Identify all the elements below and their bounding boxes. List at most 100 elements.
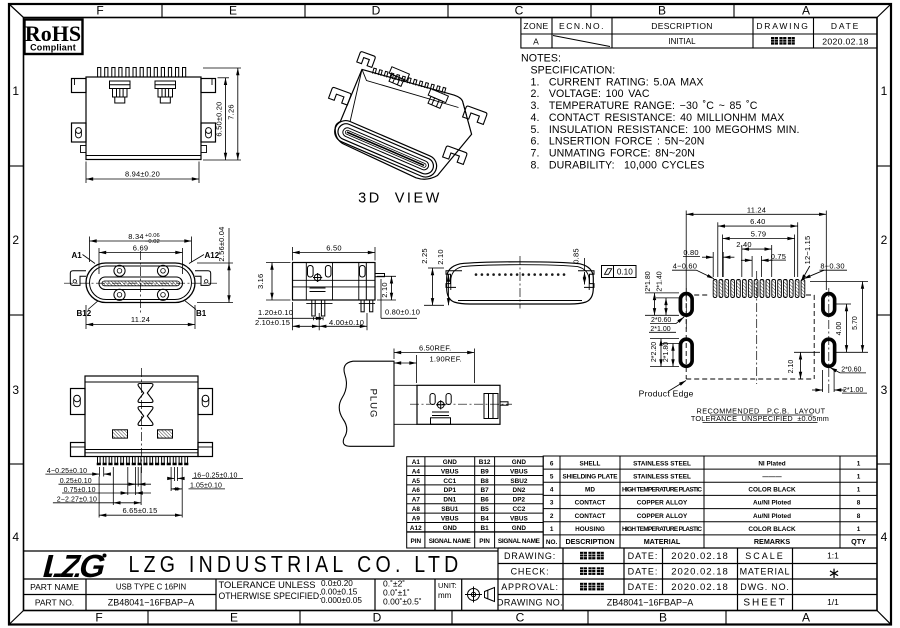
svg-text:F: F: [95, 611, 102, 625]
svg-text:4−0.60: 4−0.60: [673, 262, 697, 271]
svg-text:4: 4: [550, 487, 554, 494]
svg-text:RECOMMENDED P.C.B. LAYOUT: RECOMMENDED P.C.B. LAYOUT: [697, 406, 826, 415]
svg-text:0.80±0.10: 0.80±0.10: [385, 308, 420, 317]
svg-text:+0.06: +0.06: [145, 233, 160, 239]
svg-text:B1: B1: [196, 309, 207, 318]
svg-text:8−0.30: 8−0.30: [820, 262, 844, 271]
svg-text:∗: ∗: [828, 565, 841, 582]
svg-text:E: E: [230, 611, 238, 625]
svg-text:A4: A4: [412, 468, 421, 475]
svg-text:2: 2: [12, 233, 19, 247]
svg-text:QTY: QTY: [851, 537, 866, 546]
svg-text:PLUG: PLUG: [368, 389, 379, 419]
svg-text:B9: B9: [481, 468, 490, 475]
svg-text:8: 8: [857, 513, 861, 520]
svg-text:VBUS: VBUS: [510, 468, 528, 475]
svg-text:RoHS: RoHS: [25, 21, 81, 46]
svg-text:6.69: 6.69: [133, 244, 148, 253]
svg-text:6.65±0.15: 6.65±0.15: [122, 506, 157, 515]
svg-text:11.24: 11.24: [131, 315, 150, 324]
svg-text:MATERIAL: MATERIAL: [740, 567, 791, 577]
svg-text:1: 1: [12, 84, 19, 98]
svg-text:1: 1: [857, 460, 861, 467]
svg-text:F: F: [96, 4, 103, 18]
svg-text:SBU2: SBU2: [510, 478, 527, 485]
svg-text:4: 4: [881, 530, 888, 544]
svg-text:DATE:: DATE:: [628, 582, 659, 592]
svg-text:3D VIEW: 3D VIEW: [358, 191, 442, 207]
svg-text:NI Plated: NI Plated: [758, 460, 785, 467]
svg-text:SBU1: SBU1: [441, 506, 458, 513]
svg-text:2. VOLTAGE: 100 VAC: 2. VOLTAGE: 100 VAC: [531, 88, 650, 100]
svg-text:mm: mm: [438, 591, 452, 600]
svg-text:2*0.60: 2*0.60: [841, 367, 861, 374]
svg-text:Au/NI Ploted: Au/NI Ploted: [753, 513, 791, 520]
svg-text:VBUS: VBUS: [441, 468, 459, 475]
svg-text:GND: GND: [443, 459, 458, 466]
svg-text:COPPER ALLOY: COPPER ALLOY: [637, 500, 688, 507]
svg-text:HIGH TEMPERATURE PLASTIC: HIGH TEMPERATURE PLASTIC: [622, 487, 702, 494]
svg-text:A: A: [802, 611, 810, 625]
svg-text:0.80: 0.80: [683, 248, 698, 257]
svg-text:8. DURABILITY: 10,000 CYCLES: 8. DURABILITY: 10,000 CYCLES: [531, 159, 705, 171]
svg-text:COPPER ALLOY: COPPER ALLOY: [637, 513, 688, 520]
svg-text:2020.02.18: 2020.02.18: [671, 582, 729, 593]
svg-text:12−1.15: 12−1.15: [803, 236, 812, 265]
svg-text:B8: B8: [481, 478, 490, 485]
svg-text:Compliant: Compliant: [30, 43, 76, 53]
svg-text:1.20±0.10: 1.20±0.10: [258, 308, 293, 317]
svg-text:E: E: [229, 4, 237, 18]
svg-text:B: B: [658, 4, 666, 18]
svg-text:8: 8: [857, 500, 861, 507]
svg-text:REMARKS: REMARKS: [754, 537, 791, 546]
svg-text:2*2.20: 2*2.20: [651, 342, 658, 362]
svg-text:2.40: 2.40: [736, 240, 751, 249]
svg-text:STAINLESS STEEL: STAINLESS STEEL: [633, 473, 691, 480]
svg-text:1: 1: [550, 526, 554, 533]
svg-text:B12: B12: [77, 309, 92, 318]
svg-text:5.70: 5.70: [852, 316, 859, 330]
svg-text:LZG INDUSTRIAL CO. LTD: LZG INDUSTRIAL CO. LTD: [129, 551, 463, 577]
svg-text:6.50: 6.50: [326, 244, 341, 253]
svg-text:2.10: 2.10: [788, 360, 795, 374]
svg-text:ECN.NO.: ECN.NO.: [559, 21, 605, 31]
svg-text:2*1.00: 2*1.00: [843, 387, 863, 394]
svg-text:4.00±0.10: 4.00±0.10: [329, 318, 364, 327]
svg-text:0.00±0.15: 0.00±0.15: [321, 588, 358, 597]
svg-text:VBUS: VBUS: [441, 515, 459, 522]
svg-text:2*1.80: 2*1.80: [645, 271, 652, 291]
svg-text:4−0.25±0.10: 4−0.25±0.10: [47, 468, 87, 475]
svg-text:Au/NI Ploted: Au/NI Ploted: [753, 500, 791, 507]
svg-text:OTHERWISE SPECIFIED:: OTHERWISE SPECIFIED:: [219, 591, 322, 601]
svg-text:1: 1: [857, 487, 861, 494]
svg-text:3: 3: [881, 383, 888, 397]
svg-text:3: 3: [12, 383, 19, 397]
svg-text:MATERIAL: MATERIAL: [644, 537, 681, 546]
svg-text:1: 1: [881, 84, 888, 98]
svg-text:DN2: DN2: [513, 487, 526, 494]
svg-text:SPECIFICATION:: SPECIFICATION:: [531, 65, 616, 77]
svg-text:DESCRIPTION: DESCRIPTION: [565, 537, 614, 546]
svg-text:ZONE: ZONE: [523, 21, 548, 31]
svg-text:MD: MD: [585, 487, 595, 494]
svg-text:TOLERANCE UNSPECIFIED ±0.05m: TOLERANCE UNSPECIFIED ±0.05mm: [691, 414, 829, 423]
svg-text:COLOR BLACK: COLOR BLACK: [748, 526, 796, 533]
svg-text:2: 2: [550, 513, 554, 520]
svg-text:0.˚±2˚: 0.˚±2˚: [383, 579, 405, 589]
svg-text:PART NAME: PART NAME: [30, 582, 79, 592]
svg-text:HIGH TEMPERATURE PLASTIC: HIGH TEMPERATURE PLASTIC: [622, 526, 702, 533]
svg-text:7.26: 7.26: [227, 104, 236, 119]
svg-text:11.24: 11.24: [747, 205, 766, 214]
svg-text:2*1.40: 2*1.40: [657, 271, 664, 291]
svg-text:SHIELDING PLATE: SHIELDING PLATE: [563, 473, 619, 480]
svg-text:6: 6: [550, 460, 554, 467]
svg-text:0.75: 0.75: [771, 252, 786, 261]
svg-text:LZG: LZG: [39, 548, 109, 583]
svg-text:0.75±0.10: 0.75±0.10: [64, 487, 96, 494]
svg-text:A: A: [533, 37, 539, 47]
svg-text:ZB48041−16FBAP−A: ZB48041−16FBAP−A: [108, 598, 195, 608]
svg-text:2: 2: [881, 233, 888, 247]
svg-text:DN1: DN1: [443, 497, 456, 504]
svg-text:CHECK:: CHECK:: [511, 567, 550, 577]
svg-text:VBUS: VBUS: [510, 515, 528, 522]
